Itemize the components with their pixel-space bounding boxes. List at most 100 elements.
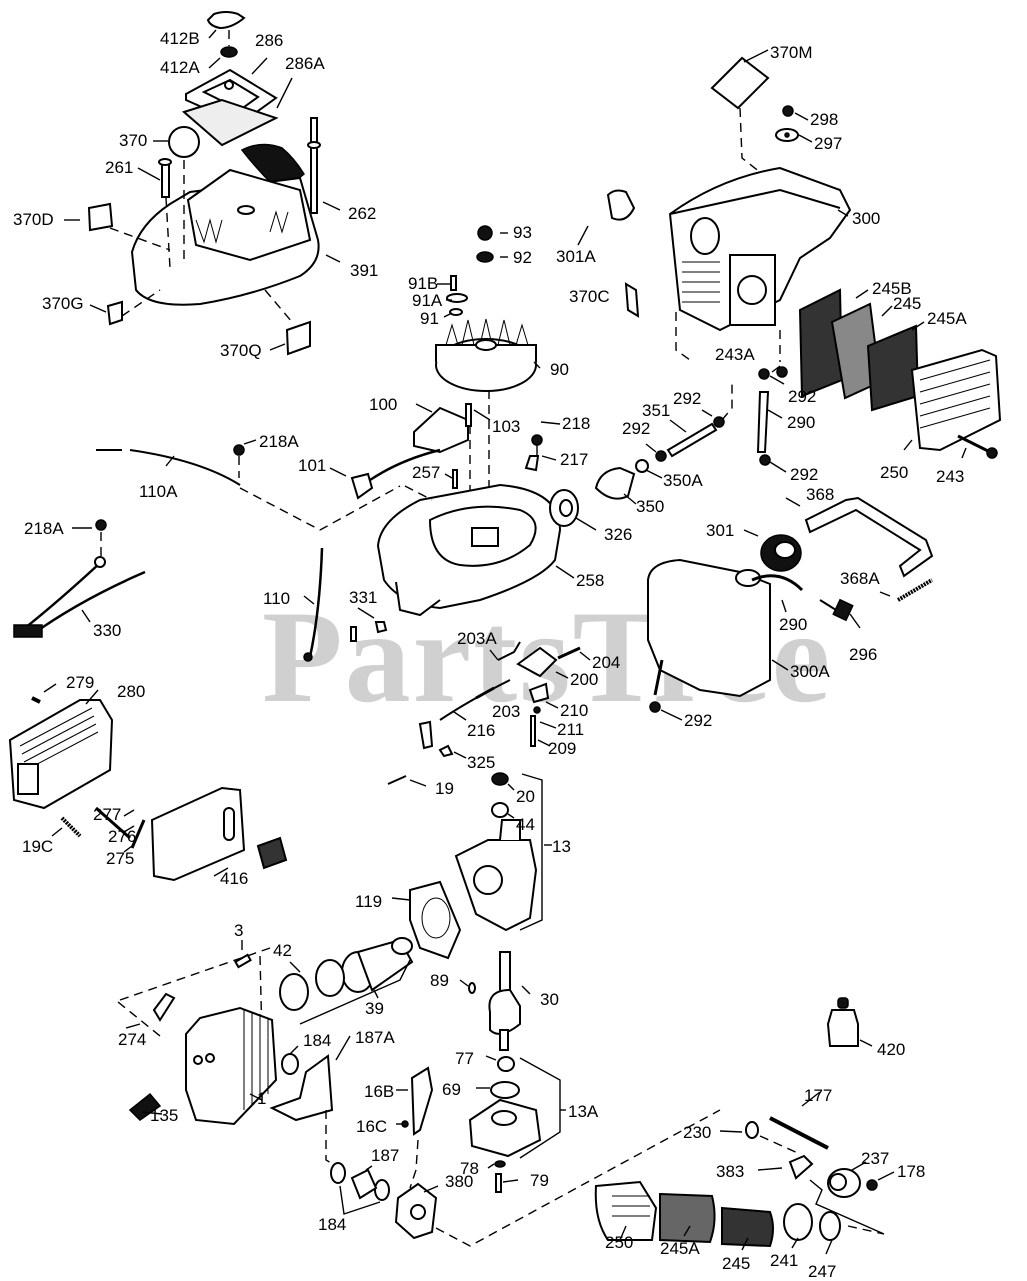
screw-16c [401,1120,409,1128]
callout-89: 89 [430,971,449,990]
wing-nut-412b [206,11,246,30]
callout-380: 380 [445,1172,474,1191]
callout-243: 243 [936,467,965,486]
callout-286a: 286A [285,54,325,73]
callout-216: 216 [467,721,496,740]
bolt-277 [95,806,131,840]
callout-218a-left: 218A [24,519,64,538]
lever-210 [528,682,550,704]
hose-grip [240,143,305,187]
plate-241 [783,1203,813,1241]
ignition-module-100 [413,406,469,454]
callout-177: 177 [804,1086,833,1105]
wire-harness-330 [13,556,146,638]
callout-301: 301 [706,521,735,540]
fuel-cap-301 [760,534,802,572]
callout-391: 391 [350,261,379,280]
callout-258: 258 [576,571,605,590]
bracket-383 [788,1154,814,1180]
callout-250-bottom: 250 [605,1233,634,1252]
screw-204 [557,646,581,660]
callout-13: 13 [552,837,571,856]
callout-178: 178 [897,1162,926,1181]
nut-243a [776,366,788,378]
screw-279 [31,696,41,704]
bearing-77 [497,1056,515,1072]
callout-78: 78 [460,1159,479,1178]
nut-178 [866,1179,878,1191]
callout-351: 351 [642,401,671,420]
callout-203: 203 [492,702,521,721]
callout-412b: 412B [160,29,200,48]
screw-257 [452,469,458,489]
callout-350: 350 [636,497,665,516]
filter-screen-245a [866,324,920,412]
screw-211 [533,706,541,714]
air-filter-cover-250 [910,348,1002,452]
clamp-292-c [713,416,725,428]
fuel-filter-296 [819,598,854,622]
callout-420: 420 [877,1040,906,1059]
callout-247: 247 [808,1262,837,1281]
switch-331 [350,621,388,642]
decal-370m [710,56,770,110]
callout-277: 277 [93,805,122,824]
bearing-44 [491,802,509,818]
callout-300a: 300A [790,662,830,681]
shaft-177 [769,1116,829,1150]
fuel-tank-300a [647,558,771,698]
callout-296: 296 [849,645,878,664]
callout-245a-bottom: 245A [660,1239,700,1258]
callout-101: 101 [298,456,327,475]
primer-301a [606,189,636,221]
callout-331: 331 [349,588,378,607]
callout-279: 279 [66,673,95,692]
spring-19c [60,816,82,838]
callout-217: 217 [560,450,589,469]
callout-298: 298 [810,110,839,129]
callout-218a-top: 218A [259,432,299,451]
callout-330: 330 [93,621,122,640]
callout-204: 204 [592,653,621,672]
callout-245b: 245B [872,279,912,298]
callout-90: 90 [550,360,569,379]
callout-290-b: 290 [779,615,808,634]
clip-325 [438,744,454,758]
decal-370d [87,202,114,232]
handle-368 [804,496,934,578]
callout-39: 39 [365,999,384,1018]
callout-275: 275 [106,849,135,868]
callout-200: 200 [570,670,599,689]
callout-91: 91 [420,309,439,328]
spark-plug-wire-101 [350,448,441,500]
callout-209: 209 [548,739,577,758]
stop-wire-110 [303,547,324,662]
leader-lines [43,29,967,1255]
retainer-350a [635,459,649,473]
callout-241: 241 [770,1251,799,1270]
screw-79 [495,1173,502,1193]
screw-243 [957,434,998,459]
callout-292-d: 292 [622,419,651,438]
callout-416: 416 [220,869,249,888]
callout-30: 30 [540,990,559,1009]
screw-91b [450,275,457,291]
callout-245-top: 245 [893,294,922,313]
carburetor-380 [394,1182,438,1240]
callout-370c: 370C [569,287,610,306]
flywheel-90 [435,318,537,392]
primer-bulb-350 [594,466,636,500]
callout-218: 218 [562,414,591,433]
callout-1: 1 [257,1089,267,1108]
spring-19 [387,775,407,785]
callout-3: 3 [234,921,244,940]
washer-297 [775,128,799,142]
clamp-292-b [759,454,771,466]
washer-412a [220,46,238,58]
callout-280: 280 [117,682,146,701]
fuel-line-290-b [751,574,804,592]
callout-187a: 187A [355,1028,395,1047]
oil-bottle-420 [826,997,859,1047]
callout-110: 110 [263,589,291,608]
